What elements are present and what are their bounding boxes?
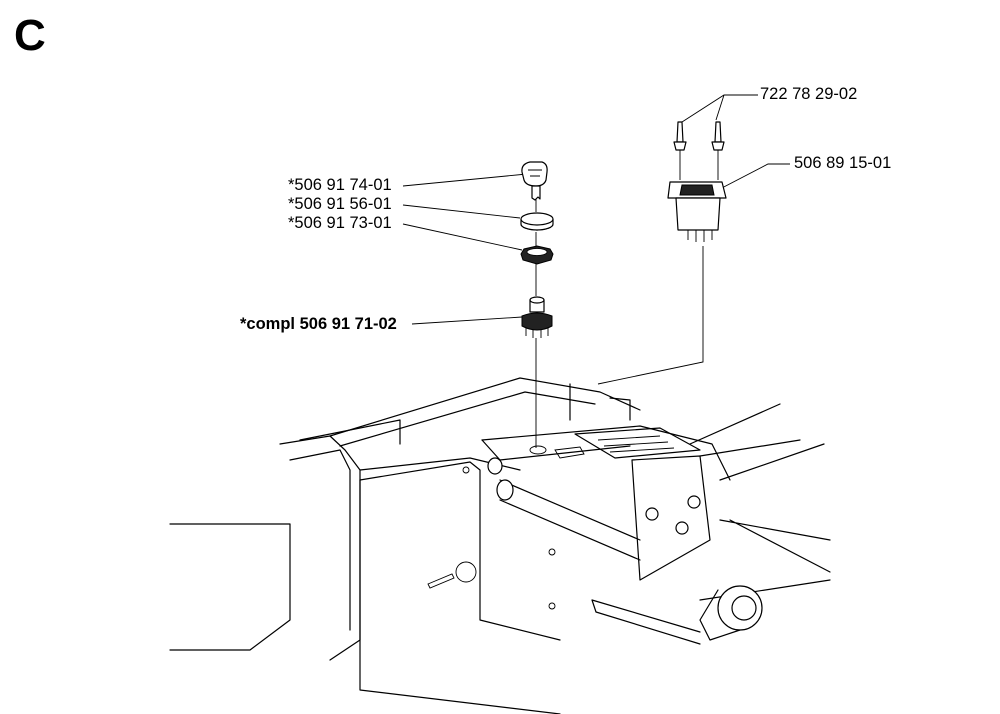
callout-screws-part-number: 722 78 29-02 <box>760 85 858 103</box>
chassis-drawing <box>169 377 831 714</box>
callout-socket-part-number: 506 89 15-01 <box>794 154 892 172</box>
leader-screws <box>681 94 758 123</box>
key-part <box>521 161 548 201</box>
leader-washer <box>402 204 521 219</box>
callout-ignition-switch-part-number: *compl 506 91 71-02 <box>240 315 397 333</box>
callout-nut-part-number: *506 91 73-01 <box>288 214 392 232</box>
callout-washer-part-number: *506 91 56-01 <box>288 195 392 213</box>
callout-key-part-number: *506 91 74-01 <box>288 176 392 194</box>
leader-lines <box>402 94 790 448</box>
socket-part <box>667 181 727 242</box>
ignition-switch-part <box>521 296 553 338</box>
section-label: C <box>14 11 46 60</box>
assembly-line-socket <box>597 246 704 385</box>
nut-part <box>520 245 554 265</box>
screws-part <box>673 121 725 156</box>
leader-ignition-switch <box>411 316 523 325</box>
washer-part <box>520 212 554 231</box>
assembly-line-screws <box>679 156 719 180</box>
leader-socket <box>717 163 790 191</box>
leader-key <box>402 173 528 187</box>
leader-nut <box>402 223 523 251</box>
